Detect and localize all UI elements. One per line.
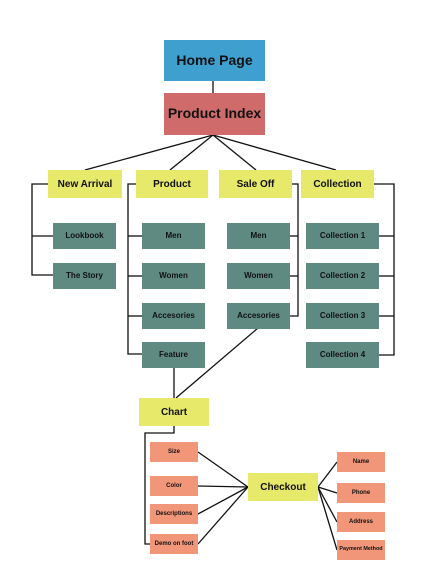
- collection-4-node: Collection 4: [306, 342, 379, 368]
- product-index-node: Product Index: [164, 93, 265, 135]
- size-node: Size: [150, 442, 198, 462]
- new-arrival-node: New Arrival: [48, 170, 122, 198]
- collection-1-node: Collection 1: [306, 223, 379, 249]
- product-node: Product: [136, 170, 208, 198]
- women-node: Women: [142, 263, 205, 289]
- chart-node: Chart: [139, 398, 209, 426]
- accesories-node: Accesories: [142, 303, 205, 329]
- address-node: Address: [337, 512, 385, 532]
- demo-on-foot-node: Demo on foot: [150, 534, 198, 554]
- men-node: Men: [142, 223, 205, 249]
- sale-off-node: Sale Off: [219, 170, 292, 198]
- sale-women-node: Women: [227, 263, 290, 289]
- lookbook-node: Lookbook: [53, 223, 116, 249]
- descriptions-node: Descriptions: [150, 504, 198, 524]
- name-node: Name: [337, 452, 385, 472]
- feature-node: Feature: [142, 342, 205, 368]
- collection-2-node: Collection 2: [306, 263, 379, 289]
- sale-men-node: Men: [227, 223, 290, 249]
- collection-3-node: Collection 3: [306, 303, 379, 329]
- checkout-node: Checkout: [248, 473, 318, 501]
- phone-node: Phone: [337, 483, 385, 503]
- home-page-node: Home Page: [164, 40, 265, 81]
- color-node: Color: [150, 476, 198, 496]
- payment-method-node: Payment Method: [337, 540, 385, 560]
- the-story-node: The Story: [53, 263, 116, 289]
- collection-node: Collection: [301, 170, 374, 198]
- sale-accesories-node: Accesories: [227, 303, 290, 329]
